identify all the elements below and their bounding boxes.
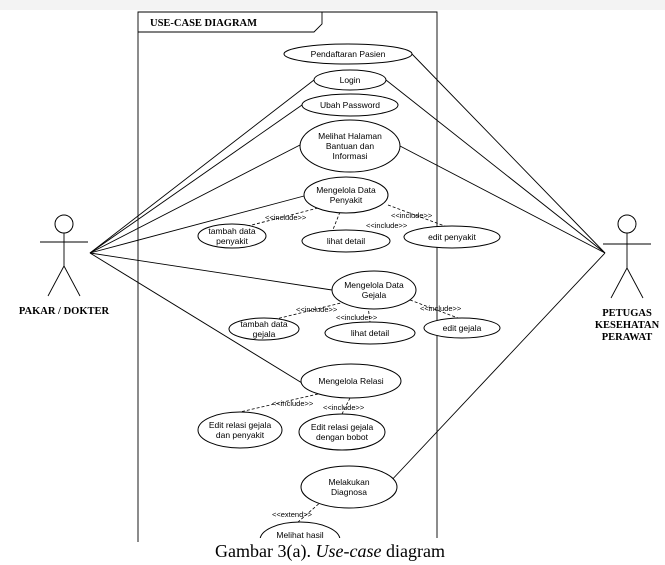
system-boundary: USE-CASE DIAGRAM	[137, 11, 438, 542]
stick-figure-icon	[603, 214, 651, 299]
use-case-label: Mengelola Relasi	[318, 376, 383, 386]
assoc-pakar-ubah-password	[89, 104, 303, 254]
assoc-pakar-gejala	[89, 252, 333, 291]
figure-caption: Gambar 3(a). Use-case diagram	[215, 541, 445, 562]
dep-relasi-bobot	[341, 397, 351, 415]
frame-title: USE-CASE DIAGRAM	[150, 18, 257, 29]
use-case-label: lihat detail	[351, 328, 389, 338]
use-case-label: Ubah Password	[320, 100, 380, 110]
assoc-petugas-pendaftaran	[411, 53, 606, 254]
actor-label-petugas-1: PETUGAS	[602, 308, 652, 319]
use-case-label: edit gejala	[443, 323, 482, 333]
assoc-pakar-login	[89, 79, 315, 254]
assoc-pakar-relasi	[89, 252, 303, 384]
top-band	[0, 0, 665, 10]
dep-relasi-penyakit	[239, 393, 319, 413]
actor-label-petugas-2: KESEHATAN	[595, 320, 660, 331]
use-case-lihat-detail-penyakit[interactable]: lihat detail	[301, 229, 391, 253]
dep-penyakit-edit	[387, 204, 451, 229]
dep-penyakit-tambah	[247, 207, 319, 227]
actor-petugas-kesehatan[interactable]: PETUGAS KESEHATAN PERAWAT	[595, 214, 660, 343]
use-case-label: Login	[340, 75, 361, 85]
use-case-pendaftaran-pasien[interactable]: Pendaftaran Pasien	[283, 43, 413, 65]
dep-gejala-edit	[409, 299, 459, 319]
use-case-label: lihat detail	[327, 236, 365, 246]
include-label: <<include>>	[366, 221, 408, 230]
include-label: <<include>>	[336, 313, 378, 322]
include-label: <<include>>	[265, 213, 307, 222]
extend-label: <<extend>>	[272, 510, 313, 519]
use-case-label: edit penyakit	[428, 232, 476, 242]
include-label: <<include>>	[296, 305, 338, 314]
include-label: <<include>>	[272, 399, 314, 408]
caption-background	[160, 538, 500, 565]
use-case-ubah-password[interactable]: Ubah Password	[301, 93, 399, 117]
pakar-associations	[89, 79, 333, 384]
assoc-pakar-bantuan	[89, 144, 301, 254]
actor-pakar-dokter[interactable]: PAKAR / DOKTER	[19, 214, 110, 317]
dep-gejala-tambah	[271, 301, 346, 321]
assoc-petugas-login	[385, 79, 606, 254]
use-case-edit-gejala[interactable]: edit gejala	[423, 317, 501, 339]
dep-penyakit-lihat	[331, 211, 341, 233]
assoc-petugas-bantuan	[399, 145, 606, 254]
dependencies: <<include>> <<include>> <<include>> <<in…	[239, 204, 462, 523]
use-cases: Pendaftaran Pasien Login Ubah Password M…	[197, 43, 501, 559]
use-case-login[interactable]: Login	[313, 69, 387, 91]
stick-figure-icon	[40, 214, 88, 297]
use-case-label: Pendaftaran Pasien	[311, 49, 386, 59]
assoc-pakar-penyakit	[89, 195, 305, 254]
petugas-associations	[385, 53, 606, 485]
actor-label-petugas-3: PERAWAT	[602, 332, 653, 343]
include-label: <<include>>	[323, 403, 365, 412]
use-case-mengelola-relasi[interactable]: Mengelola Relasi	[300, 363, 402, 399]
use-case-lihat-detail-gejala[interactable]: lihat detail	[324, 321, 416, 345]
use-case-edit-penyakit[interactable]: edit penyakit	[403, 225, 501, 249]
assoc-petugas-diagnosa	[387, 252, 606, 485]
actor-label-pakar: PAKAR / DOKTER	[19, 306, 110, 317]
include-label: <<include>>	[391, 211, 433, 220]
include-label: <<include>>	[420, 304, 462, 313]
